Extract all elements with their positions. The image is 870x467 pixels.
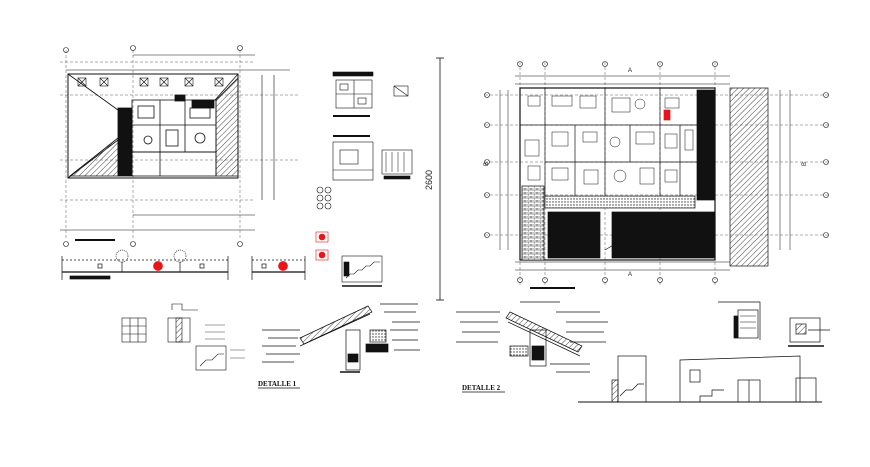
dimension-label: 2600 [424, 170, 434, 190]
detail-plan-middle [332, 135, 413, 181]
roof-section-detail-1 [262, 303, 420, 373]
fixture-symbols [315, 186, 332, 261]
stair-detail-small [341, 255, 383, 287]
detail-2-label: DETALLE 2 [462, 384, 501, 392]
roof-section-detail-2 [456, 301, 608, 373]
section-marker-bottom: A [628, 272, 632, 278]
left-floor-plan [60, 45, 300, 247]
window-detail-left [121, 303, 245, 371]
right-floor-plan [484, 61, 830, 289]
vertical-dimension: 2600 [424, 57, 444, 301]
axis-label-left: B [484, 162, 490, 166]
key-plan-small [332, 71, 409, 117]
site-elevation-left [61, 249, 229, 280]
site-elevation-small [251, 256, 306, 280]
section-marker-top: A [628, 68, 632, 74]
axis-label-right: B [802, 162, 808, 166]
detail-1-label: DETALLE 1 [258, 380, 297, 388]
elevation-details-right [578, 301, 830, 403]
